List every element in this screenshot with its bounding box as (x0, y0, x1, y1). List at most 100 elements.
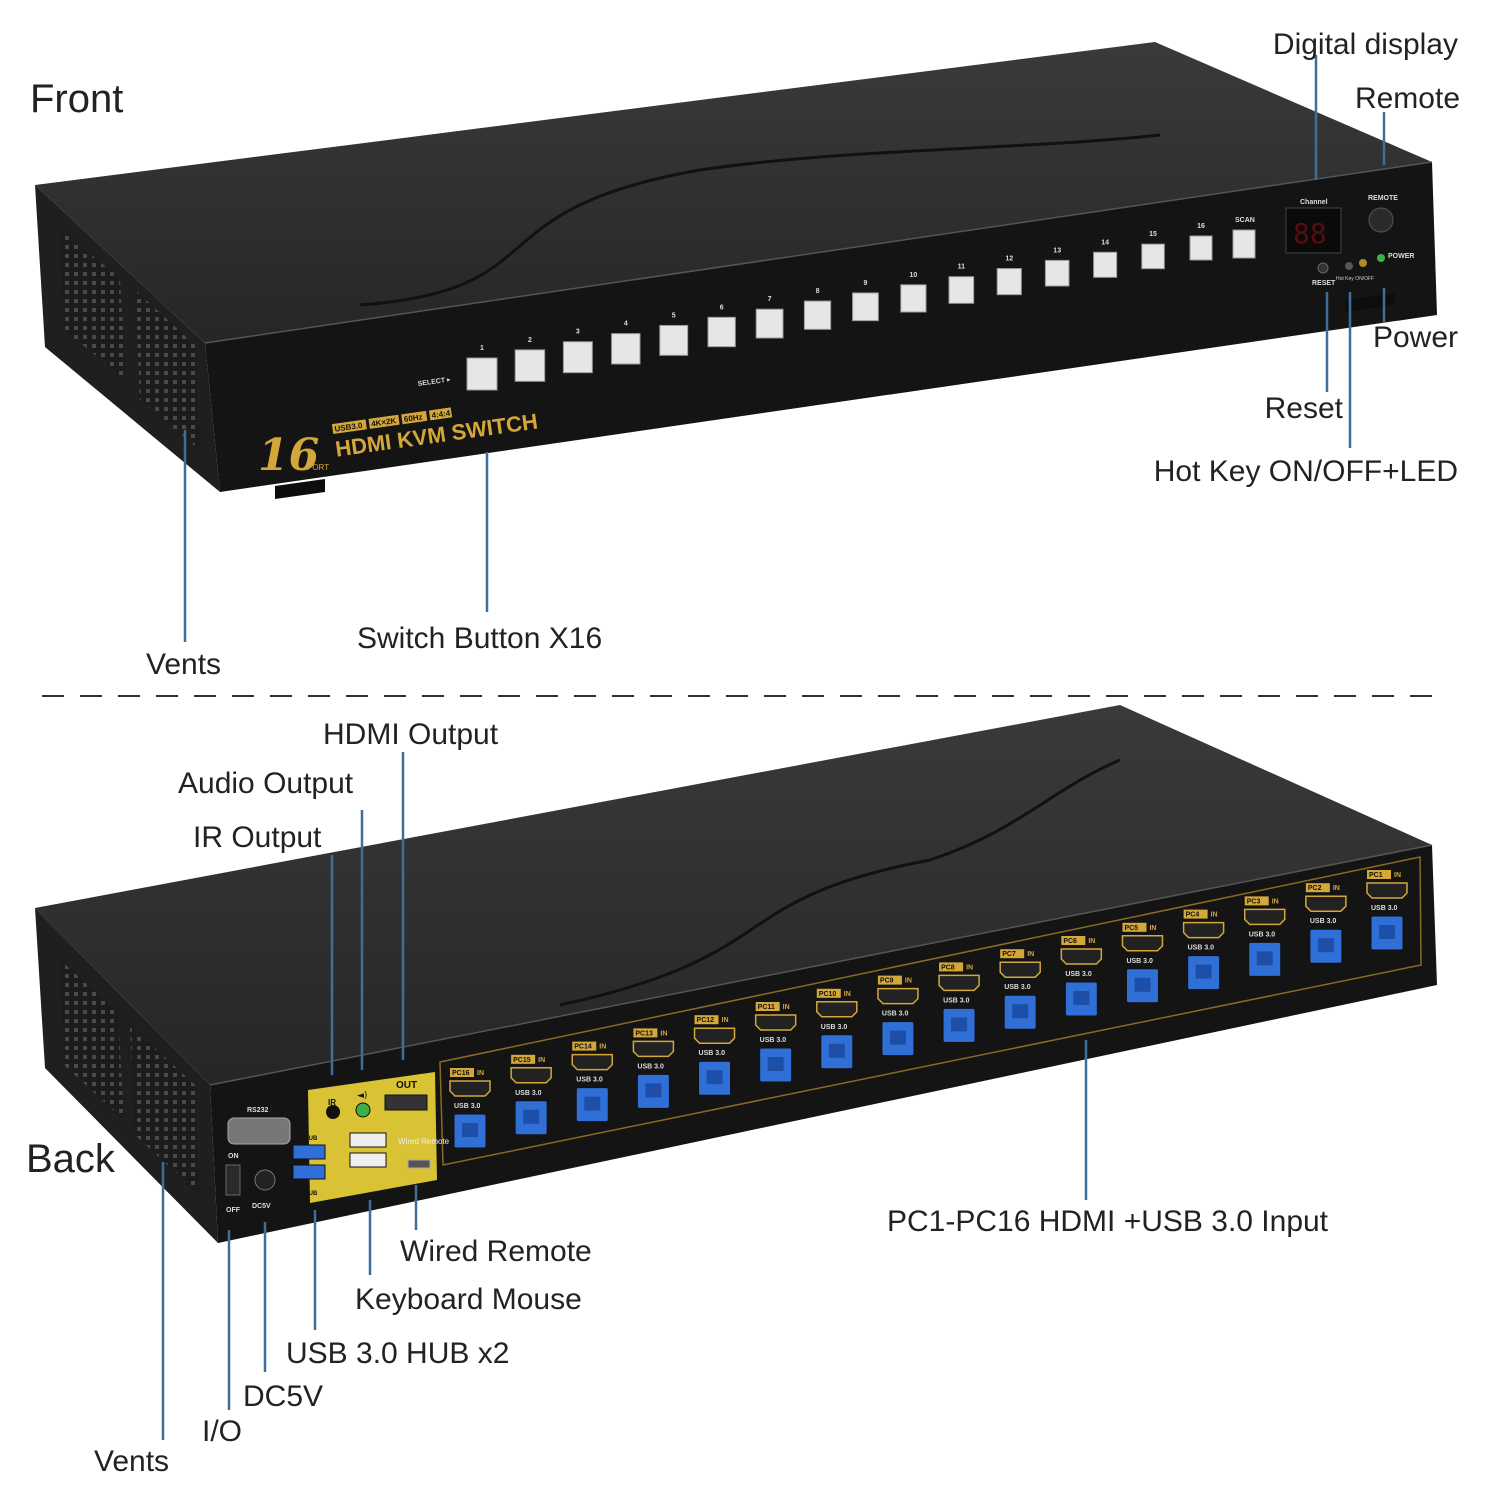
hotkey-label: Hot Key ON/OFF (1336, 276, 1374, 282)
switch-button-12[interactable]: 12 (996, 256, 1022, 296)
pc-port-in-label: IN (722, 1017, 729, 1024)
usb-port-label: USB 3.0 (1371, 905, 1398, 912)
audio-output-port[interactable] (355, 1102, 371, 1118)
switch-button-16[interactable]: 16 (1189, 223, 1213, 261)
switch-button-6[interactable]: 6 (707, 304, 736, 348)
switch-button-5[interactable]: 5 (659, 312, 689, 356)
hdmi-input-port[interactable] (999, 961, 1041, 978)
switch-button-number: 8 (816, 288, 820, 295)
remote-sensor-icon (1368, 207, 1394, 233)
hdmi-input-port[interactable] (1366, 882, 1408, 899)
brand-port: PORT (307, 463, 329, 472)
on-label: ON (228, 1153, 239, 1160)
hdmi-input-port[interactable] (816, 1001, 858, 1018)
reset-label: RESET (1312, 280, 1336, 287)
hdmi-input-port[interactable] (754, 1014, 797, 1031)
callout-usb-hub: USB 3.0 HUB x2 (286, 1337, 509, 1370)
usb-port-label: USB 3.0 (576, 1077, 603, 1084)
front-callouts (183, 55, 1386, 642)
hotkey-button[interactable] (1345, 262, 1353, 270)
pc-port-in-label: IN (905, 978, 912, 985)
scan-button[interactable] (1232, 229, 1256, 259)
switch-button-3[interactable]: 3 (562, 329, 593, 374)
callout-power: Power (1373, 321, 1458, 354)
pc-port-label: PC8 (941, 964, 955, 971)
pc-port-pc13: PC13 IN USB 3.0 (632, 1028, 675, 1109)
switch-button-number: 10 (910, 272, 918, 279)
hub-label-top: 3.0HUB (296, 1136, 318, 1142)
switch-button-9[interactable]: 9 (852, 280, 879, 322)
hdmi-input-port[interactable] (1121, 935, 1164, 952)
switch-button-11[interactable]: 11 (948, 264, 975, 304)
hdmi-input-port[interactable] (449, 1080, 491, 1097)
mouse-port[interactable] (349, 1152, 387, 1168)
usb-port-inner (1195, 964, 1212, 979)
switch-button-4[interactable]: 4 (611, 321, 641, 365)
switch-button-number: 2 (528, 337, 532, 344)
remote-label: REMOTE (1368, 195, 1398, 202)
hdmi-input-port[interactable] (1243, 908, 1286, 926)
back-heading: Back (26, 1137, 116, 1181)
switch-button-number: 4 (624, 321, 628, 328)
hdmi-input-port[interactable] (632, 1040, 675, 1058)
switch-button-number: 1 (480, 345, 484, 352)
usb-port-inner (1317, 938, 1334, 953)
pc-port-label: PC10 (819, 991, 837, 998)
switch-button-10[interactable]: 10 (900, 272, 927, 313)
switch-button-15[interactable]: 15 (1141, 231, 1165, 270)
hdmi-input-port[interactable] (1305, 895, 1347, 912)
wired-remote-port[interactable] (407, 1159, 431, 1169)
usb-port-label: USB 3.0 (454, 1103, 481, 1110)
switch-button-number: 3 (576, 329, 580, 336)
callout-remote: Remote (1355, 82, 1460, 115)
usb-hub-port-1[interactable] (292, 1144, 326, 1160)
pc-port-in-label: IN (538, 1057, 545, 1064)
badge-usb: USB3.0 (334, 421, 364, 434)
pc-port-label: PC5 (1124, 925, 1138, 932)
hdmi-input-port[interactable] (1182, 921, 1225, 939)
usb-hub-port-2[interactable] (292, 1164, 326, 1180)
switch-button-number: 7 (768, 296, 772, 303)
hdmi-input-port[interactable] (1060, 948, 1103, 965)
pc-port-label: PC13 (635, 1030, 653, 1037)
pc-port-in-label: IN (1149, 925, 1156, 932)
switch-button-13[interactable]: 13 (1044, 247, 1070, 287)
pc-port-in-label: IN (1394, 872, 1401, 879)
switch-button-14[interactable]: 14 (1093, 239, 1118, 278)
hdmi-input-port[interactable] (877, 987, 919, 1005)
pc-port-in-label: IN (1027, 951, 1034, 958)
hdmi-input-port[interactable] (938, 974, 980, 992)
pc-port-label: PC12 (697, 1017, 715, 1024)
usb-port-label: USB 3.0 (1065, 971, 1092, 978)
pc-port-in-label: IN (660, 1030, 667, 1037)
switch-button-number: 16 (1197, 223, 1205, 230)
hdmi-input-port[interactable] (571, 1053, 614, 1071)
ir-output-port[interactable] (326, 1105, 340, 1119)
reset-button[interactable] (1317, 262, 1329, 274)
switch-button-8[interactable]: 8 (803, 288, 832, 330)
power-switch[interactable] (225, 1164, 241, 1196)
brand-count: 16 (258, 430, 319, 481)
dc5v-label: DC5V (252, 1203, 271, 1210)
usb-port-label: USB 3.0 (637, 1063, 664, 1070)
callout-front-vents: Vents (146, 648, 221, 681)
rs232-port[interactable] (227, 1117, 291, 1145)
switch-button-1[interactable]: 1 (466, 345, 498, 391)
hdmi-output-port[interactable] (384, 1094, 428, 1111)
callout-hotkey: Hot Key ON/OFF+LED (1154, 455, 1458, 488)
switch-button-7[interactable]: 7 (755, 296, 784, 339)
switch-button-2[interactable]: 2 (514, 337, 546, 382)
callout-audio-output: Audio Output (178, 767, 354, 800)
hdmi-input-port[interactable] (693, 1027, 736, 1044)
switch-button-number: 6 (720, 304, 724, 311)
keyboard-port[interactable] (349, 1132, 387, 1148)
pc-port-in-label: IN (844, 991, 851, 998)
hdmi-input-port[interactable] (510, 1067, 552, 1084)
